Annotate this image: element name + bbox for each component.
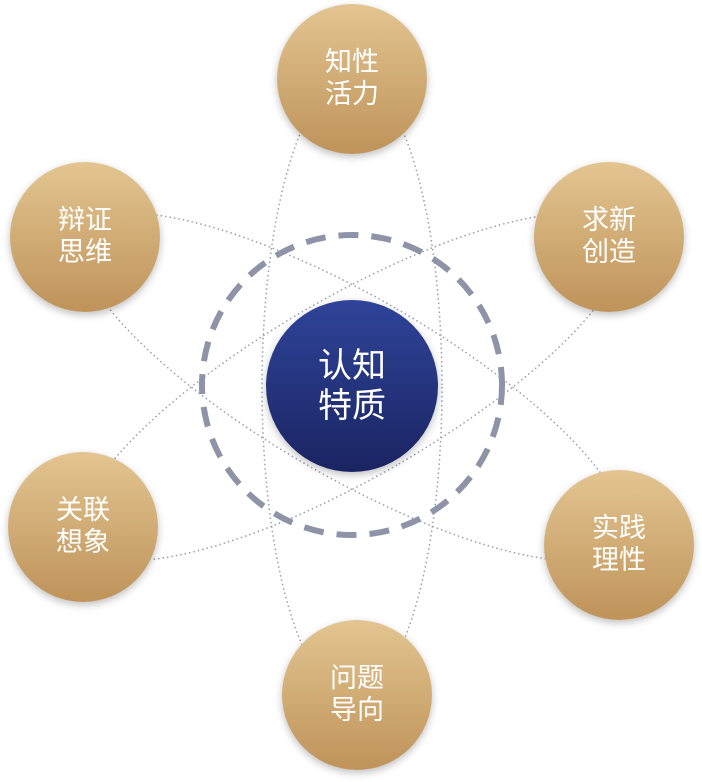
node-label: 想象 xyxy=(56,527,110,558)
node-label: 辩证 xyxy=(58,205,112,236)
node-label: 关联 xyxy=(56,495,110,526)
node-label: 求新 xyxy=(582,205,636,236)
node-top-right: 求新创造 xyxy=(534,162,684,312)
node-label: 理性 xyxy=(592,545,646,576)
node-bottom-right: 实践理性 xyxy=(544,470,694,620)
node-label: 思维 xyxy=(58,237,112,268)
node-label: 问题 xyxy=(330,663,384,694)
center-label-1: 认知 xyxy=(318,346,386,386)
node-top-left: 辩证思维 xyxy=(10,162,160,312)
center-label-2: 特质 xyxy=(318,386,386,426)
dashed-ring xyxy=(199,232,505,538)
node-bottom: 问题导向 xyxy=(282,620,432,770)
center-node: 认知 特质 xyxy=(266,300,438,472)
node-label: 知性 xyxy=(325,47,379,78)
node-label: 创造 xyxy=(582,237,636,268)
node-top: 知性活力 xyxy=(277,4,427,154)
node-label: 活力 xyxy=(325,79,379,110)
node-label: 实践 xyxy=(592,513,646,544)
node-label: 导向 xyxy=(330,695,384,726)
node-bottom-left: 关联想象 xyxy=(8,452,158,602)
